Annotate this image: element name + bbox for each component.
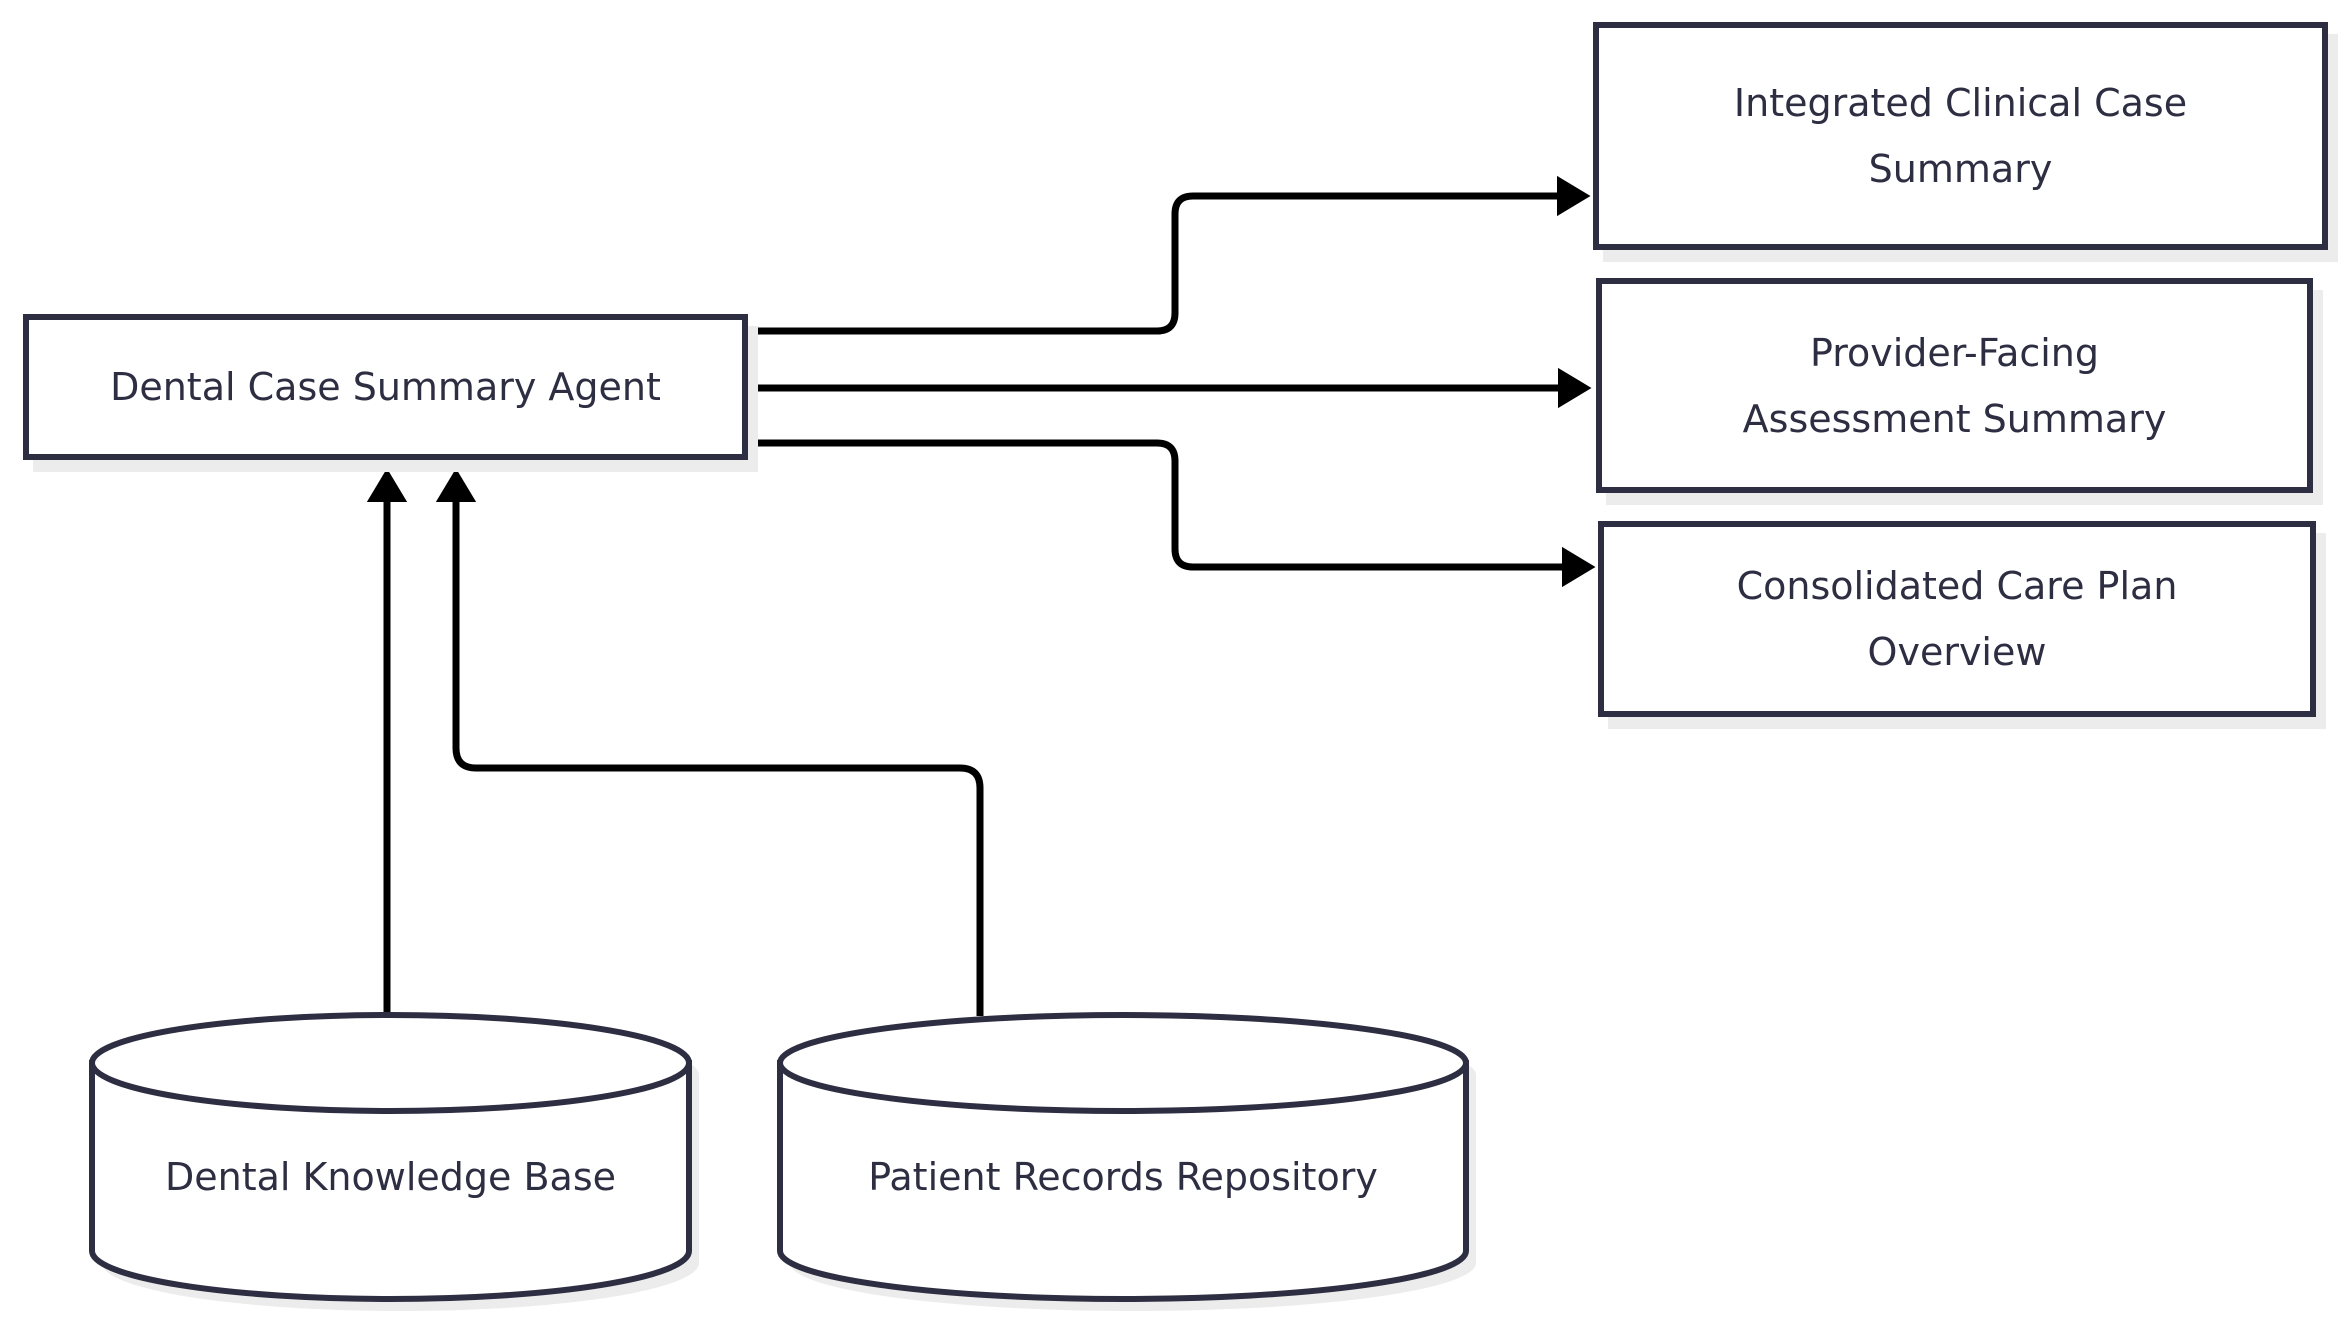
connector-patient-records-repository-to-agent <box>435 468 984 1016</box>
cylinder-body <box>777 1060 1469 1302</box>
connector-agent-to-consolidated-care-plan-overview <box>748 439 1596 588</box>
agent-label: Dental Case Summary Agent <box>110 365 661 409</box>
output-label-line: Consolidated Care Plan <box>1736 564 2178 608</box>
datastore-cylinder-patient-records-repository <box>777 1012 1469 1302</box>
cylinder-top <box>777 1012 1469 1114</box>
output-label-line: Overview <box>1867 630 2047 674</box>
output-label-line: Integrated Clinical Case <box>1733 81 2188 125</box>
output-label-line: Assessment Summary <box>1742 396 2167 441</box>
agent-node: Dental Case Summary Agent <box>23 314 748 460</box>
datastore-label-patient-records-repository: Patient Records Repository <box>868 1155 1378 1199</box>
cylinder-body <box>89 1060 692 1302</box>
output-label-line: Summary <box>1868 147 2053 191</box>
output-node-consolidated-care-plan-overview: Consolidated Care Plan Overview <box>1598 521 2316 717</box>
cylinder-top <box>89 1012 692 1114</box>
datastore-label-dental-knowledge-base: Dental Knowledge Base <box>164 1155 617 1199</box>
output-node-integrated-clinical-case-summary: Integrated Clinical Case Summary <box>1593 22 2328 250</box>
output-node-provider-facing-assessment-summary: Provider-Facing Assessment Summary <box>1596 278 2313 493</box>
datastore-cylinder-dental-knowledge-base <box>89 1012 692 1302</box>
output-label-line: Provider-Facing <box>1809 330 2100 375</box>
connector-agent-to-integrated-clinical-case-summary <box>748 175 1591 335</box>
